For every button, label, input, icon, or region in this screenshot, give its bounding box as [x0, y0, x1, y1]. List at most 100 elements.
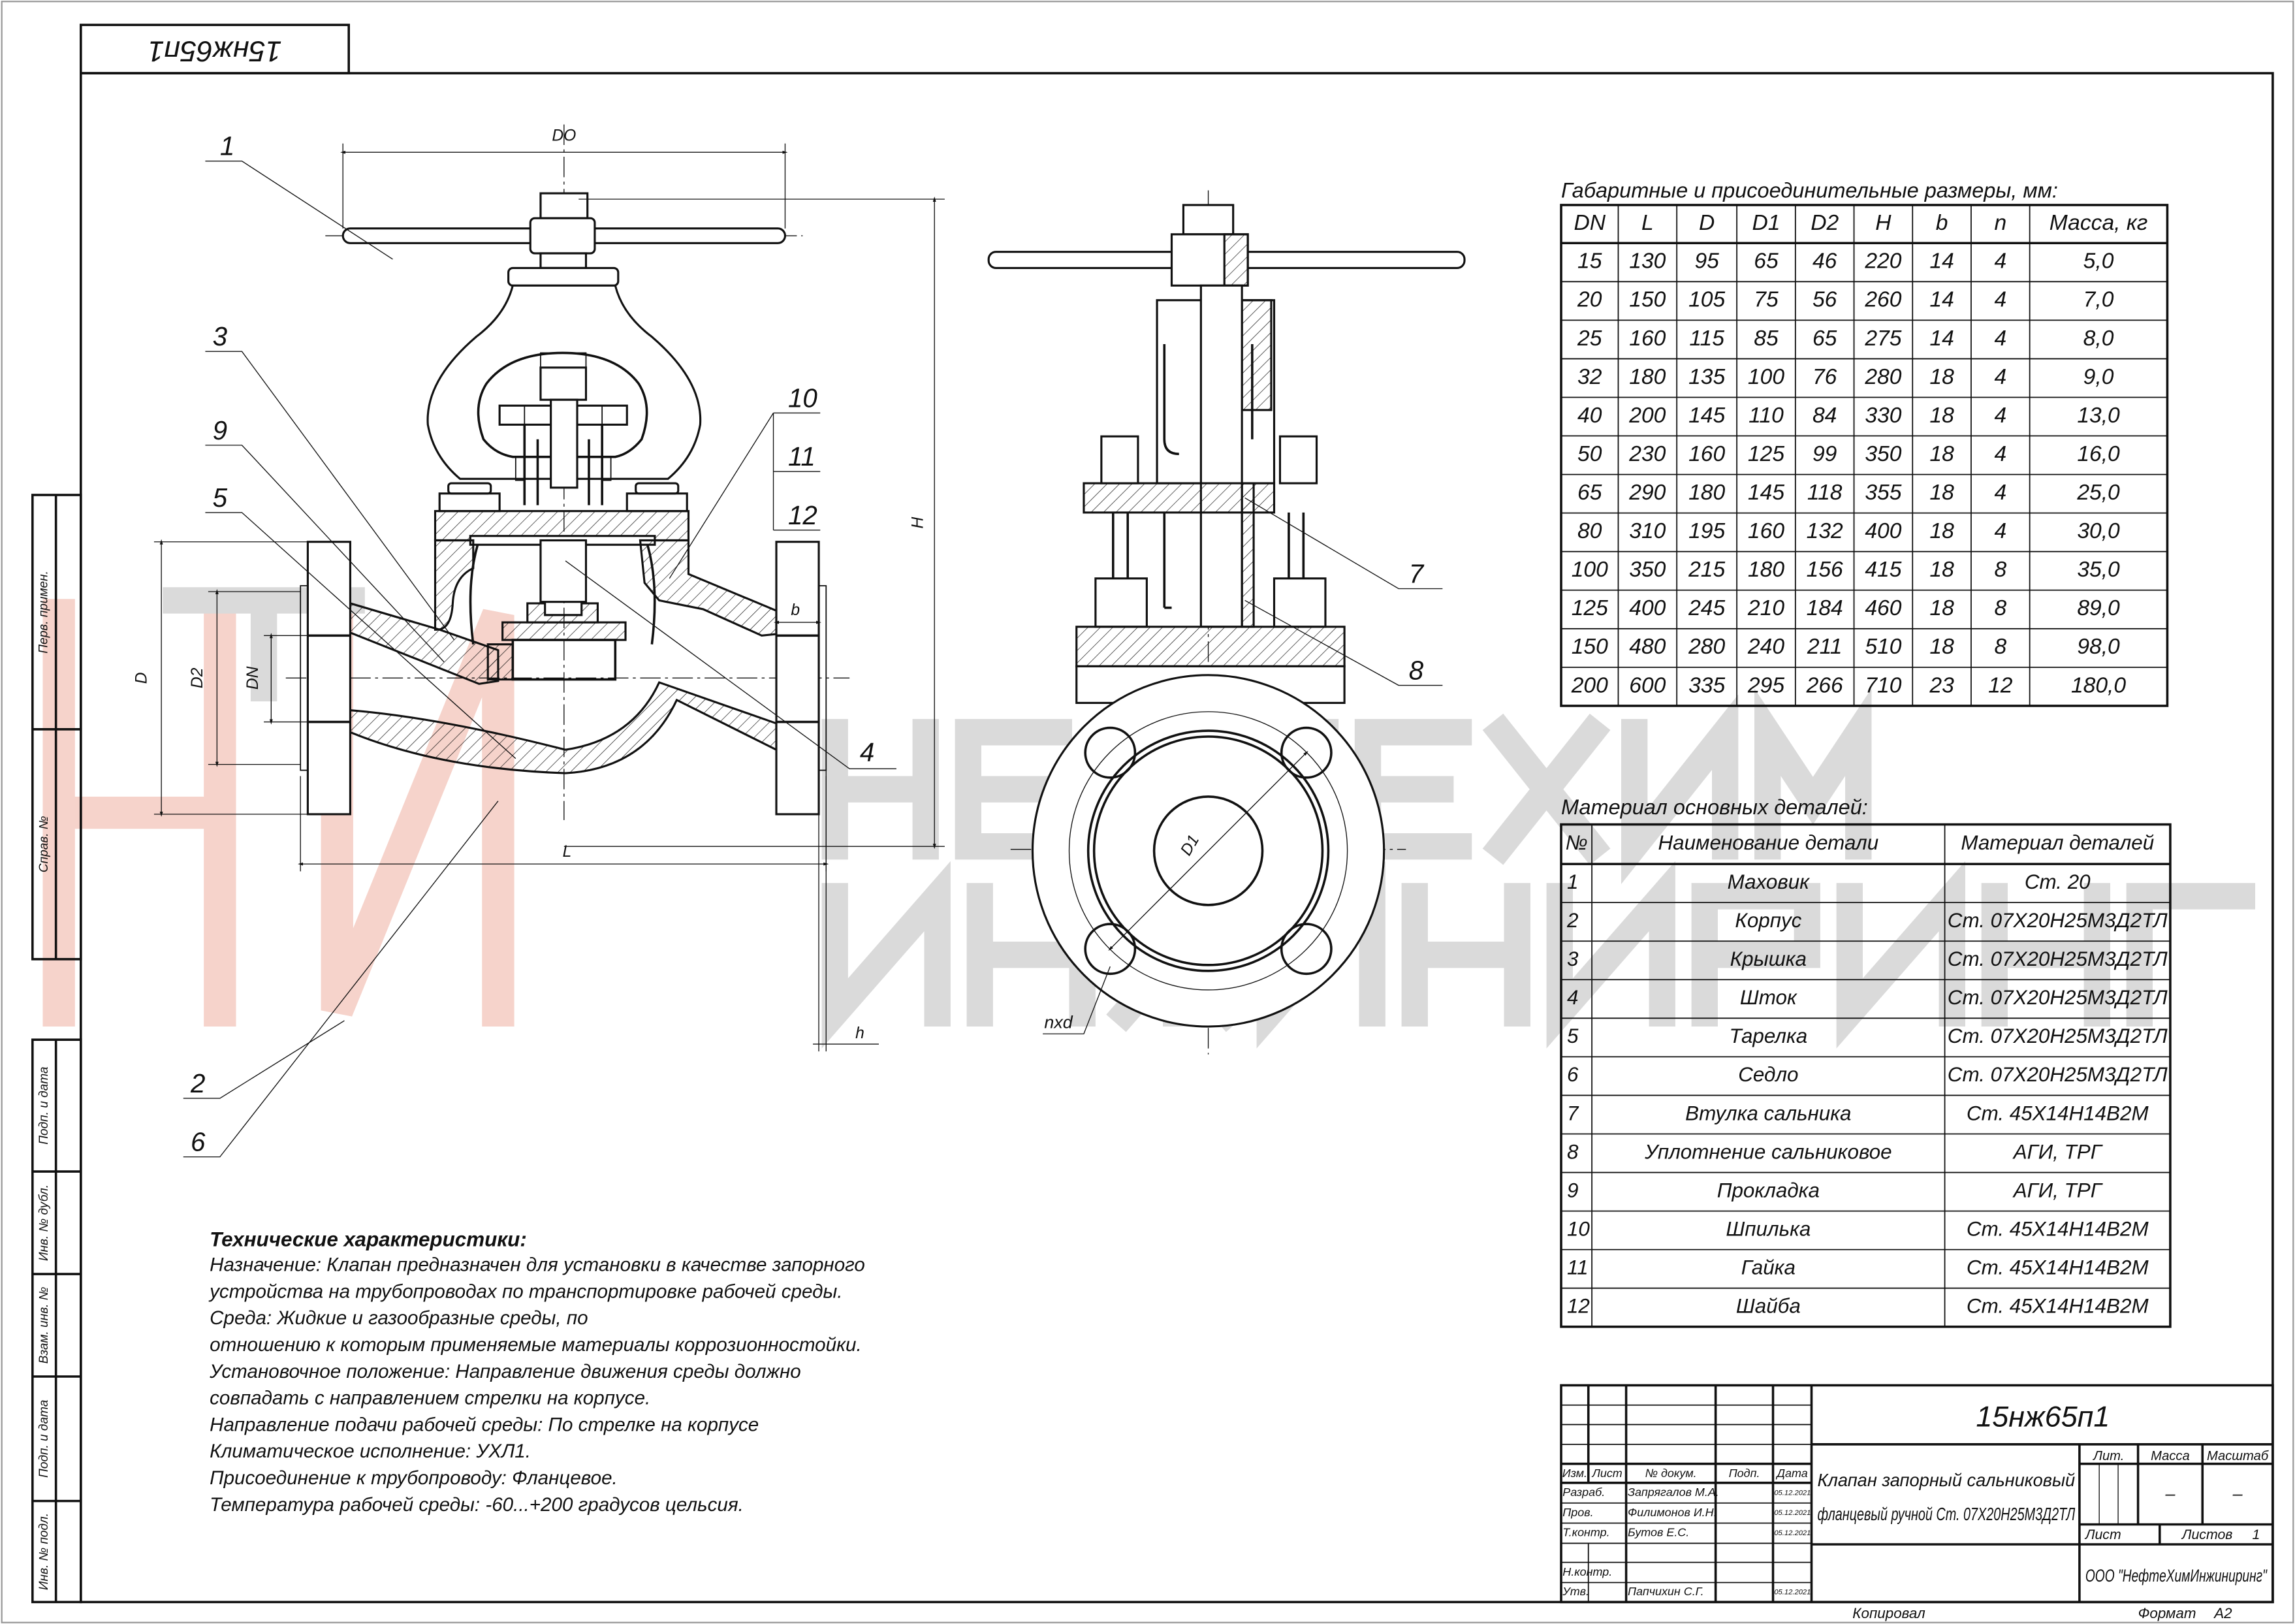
table-cell: 350 [1865, 442, 1901, 466]
column-header: n [1994, 211, 2006, 235]
table-cell: 18 [1929, 442, 1954, 466]
callout-1: 1 [220, 131, 234, 161]
table-cell: Седло [1738, 1063, 1798, 1086]
table-cell: 18 [1929, 404, 1954, 428]
table-cell: 65 [1754, 249, 1779, 274]
table-cell: 105 [1688, 288, 1725, 312]
table-cell: 215 [1688, 558, 1725, 582]
table-cell: 20 [1577, 288, 1602, 312]
table-cell: АГИ, ТРГ [2012, 1140, 2104, 1163]
table-cell: 460 [1865, 596, 1901, 620]
table-cell: 100 [1572, 558, 1608, 582]
callout-8: 8 [1409, 656, 1424, 686]
table-cell: 18 [1929, 596, 1954, 620]
dim-h-small: h [855, 1025, 864, 1042]
stamp-person: Папчихин С.Г. [1628, 1585, 1704, 1598]
table-cell: 4 [1994, 249, 2006, 274]
stamp-sheet-label: Лист [2084, 1527, 2121, 1542]
table-cell: 125 [1572, 596, 1608, 620]
table-cell: 5,0 [2083, 249, 2114, 274]
stamp-mass-value: – [2164, 1484, 2176, 1503]
seat [486, 643, 514, 681]
stamp-role-row: Пров.Филимонов И.Н.05.12.2021 [1562, 1506, 1811, 1519]
watermark-line2 [821, 861, 2255, 1049]
table-cell: 18 [1929, 519, 1954, 543]
watermark-glyph [1621, 694, 1739, 885]
table-cell: 145 [1748, 481, 1784, 505]
technical-characteristics: Технические характеристики: Назначение: … [208, 1228, 865, 1515]
body-lower-wall [349, 681, 778, 774]
table-cell: 18 [1929, 635, 1954, 659]
table-cell: 12 [1567, 1295, 1590, 1318]
disc [501, 621, 627, 641]
table-cell: 480 [1629, 635, 1666, 659]
table-cell: 211 [1807, 635, 1843, 659]
body-upper-wall [349, 601, 499, 685]
column-header: Масса, кг [2050, 211, 2148, 235]
table-cell: 350 [1629, 558, 1666, 582]
table-cell: Корпус [1735, 909, 1801, 932]
table-cell: 230 [1628, 442, 1666, 466]
table-cell: 23 [1929, 673, 1954, 697]
table-cell: Гайка [1741, 1256, 1796, 1279]
table-cell: 160 [1629, 326, 1666, 351]
table-cell: 14 [1929, 249, 1954, 274]
table-cell: Втулка сальника [1685, 1102, 1851, 1124]
table-cell: 12 [1988, 673, 2013, 697]
side-strip-label: Взам. инв. № [37, 1287, 51, 1364]
table-cell: 14 [1929, 326, 1954, 351]
side-strip-label: Подп. и дата [37, 1400, 51, 1478]
table-cell: Крышка [1730, 947, 1807, 970]
watermark-glyph [821, 719, 939, 860]
table-cell: 150 [1629, 288, 1666, 312]
table-cell: 118 [1807, 481, 1843, 505]
table-cell: 8 [1994, 558, 2006, 582]
table-cell: Прокладка [1717, 1179, 1820, 1202]
table-cell: 4 [1994, 481, 2006, 505]
table-cell: 85 [1754, 326, 1779, 351]
table-cell: 7,0 [2083, 288, 2114, 312]
table-cell: 150 [1572, 635, 1608, 659]
watermark-glyph [1691, 883, 1820, 1027]
table-cell: 8 [1567, 1140, 1579, 1163]
column-header: b [1936, 211, 1948, 235]
watermark-glyph [1981, 883, 2110, 1027]
table-cell: 4 [1994, 519, 2006, 543]
table-cell: 145 [1688, 404, 1725, 428]
table-cell: 335 [1688, 673, 1725, 697]
table-cell: Ст. 07Х20Н25М3Д2ТЛ [1948, 909, 2168, 932]
table-cell: Ст. 45Х14Н14В2М [1967, 1295, 2149, 1318]
table-cell: 30,0 [2077, 519, 2120, 543]
gland-bushing [1083, 482, 1276, 514]
table-cell: 156 [1807, 558, 1843, 582]
table-cell: 180 [1629, 365, 1666, 389]
table-cell: Ст. 07Х20Н25М3Д2ТЛ [1948, 1025, 2168, 1047]
side-bonnet-flange [1075, 626, 1346, 667]
table-cell: Ст. 45Х14Н14В2М [1967, 1102, 2149, 1124]
dim-l: L [563, 843, 572, 861]
callout-4: 4 [860, 737, 874, 767]
table-cell: 13,0 [2077, 404, 2120, 428]
table-cell: 18 [1929, 481, 1954, 505]
callout-10: 10 [788, 383, 817, 413]
side-strip-label: Перв. примен. [37, 571, 51, 654]
callout-12: 12 [788, 500, 817, 530]
table-cell: 6 [1567, 1063, 1579, 1086]
column-header: DN [1574, 211, 1606, 235]
table-cell: 35,0 [2077, 558, 2120, 582]
callout-2: 2 [190, 1068, 205, 1098]
table-cell: 4 [1994, 365, 2006, 389]
table-cell: АГИ, ТРГ [2012, 1179, 2104, 1202]
column-header: H [1875, 211, 1891, 235]
table-cell: 89,0 [2077, 596, 2120, 620]
table-cell: 115 [1689, 326, 1724, 351]
